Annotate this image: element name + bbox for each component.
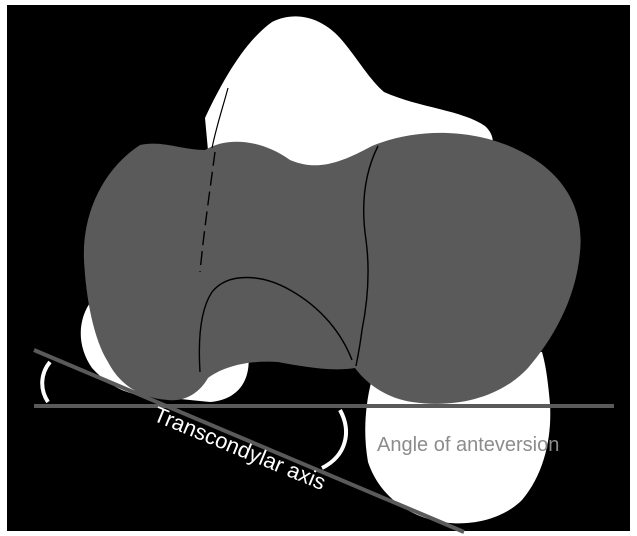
- angle-of-anteversion-label: Angle of anteversion: [377, 434, 559, 456]
- condyle-mass: [84, 133, 581, 404]
